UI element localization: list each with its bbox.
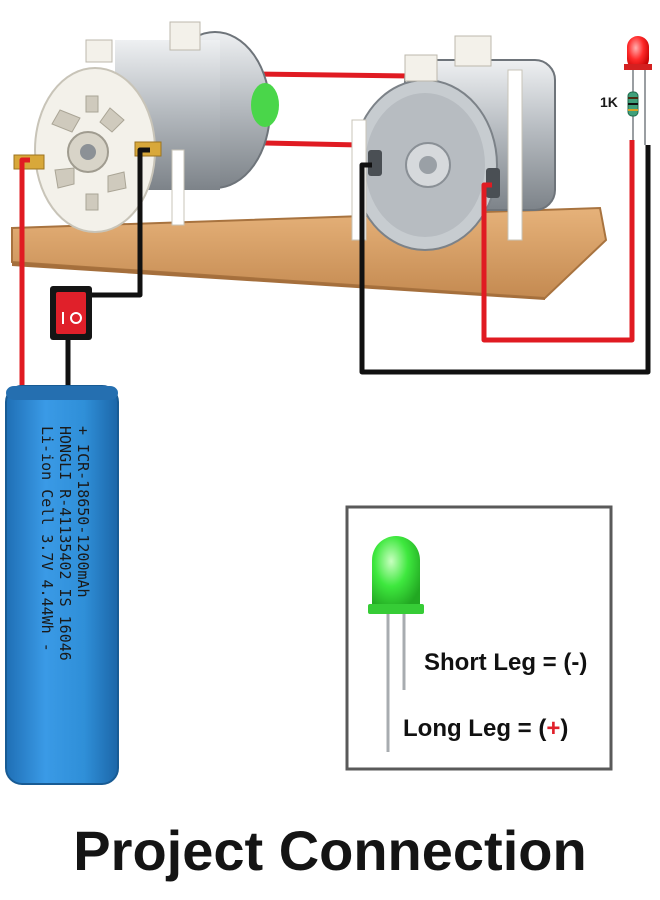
- resistor-icon: [627, 91, 639, 117]
- coupling-rods: [254, 71, 411, 148]
- short-leg-label: Short Leg = (-): [424, 649, 587, 676]
- battery-line-3: Li-ion Cell 3.7V 4.44Wh -: [38, 426, 56, 652]
- battery-icon: + ICR-18650-1200mAh HONGLI R-41135402 IS…: [5, 385, 119, 785]
- long-leg-label: Long Leg = (+): [403, 715, 568, 742]
- resistor-label: 1K: [600, 94, 618, 110]
- rocker-switch-icon[interactable]: [50, 286, 92, 340]
- dc-motor-icon: [351, 35, 556, 251]
- wires: [19, 140, 651, 390]
- dc-motor-icon: [13, 21, 279, 233]
- led-legend-box: Short Leg = (-) Long Leg = (+): [345, 505, 613, 771]
- battery-line-1: + ICR-18650-1200mAh: [74, 426, 92, 598]
- led-icon: [368, 536, 424, 752]
- page-title: Project Connection: [73, 819, 586, 882]
- battery-line-2: HONGLI R-41135402 IS 16046: [56, 426, 74, 661]
- led-icon: [624, 36, 652, 145]
